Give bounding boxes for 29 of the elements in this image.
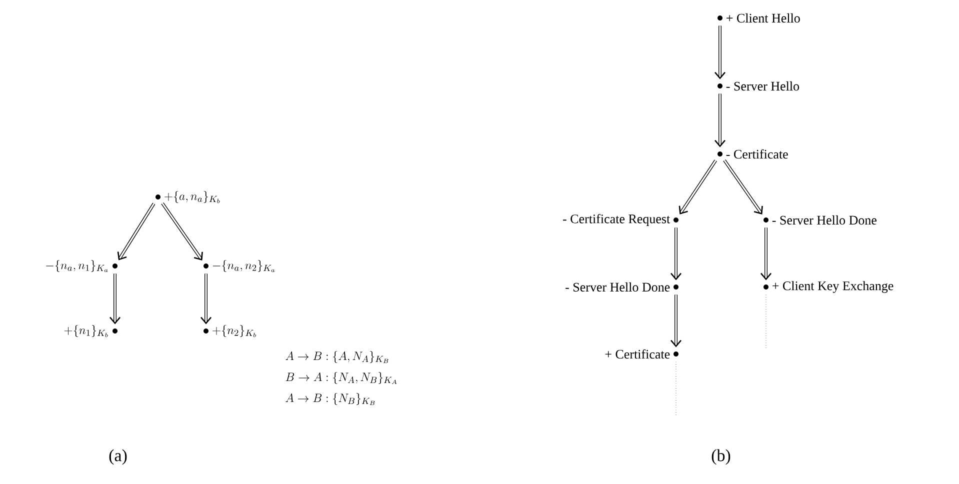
subfigure-label: (b) [712,449,730,465]
arrow [723,159,763,214]
node-label: - Certificate [726,149,788,159]
node-label: $-\{n_a,n_2\}_{K_a}$ [212,260,275,272]
node-label: - Server Hello [726,81,800,91]
node-label: - Server Hello Done [566,282,670,292]
protocol-step: $B \to A : \{N_A, N_B\}_{K_A}$ [286,372,397,384]
arrow [678,160,717,214]
node-label: $-\{n_a,n_1\}_{K_a}$ [46,260,108,272]
arrow [760,228,772,280]
node-label: + Client Key Exchange [772,281,894,293]
node-label: - Certificate Request [563,214,670,226]
protocol-step: $A \to B : \{N_B\}_{K_B}$ [286,392,375,405]
node-label: + Certificate [605,349,670,359]
node-label: $+\{n_1\}_{K_b}$ [64,324,108,338]
node-label: - Server Hello Done [772,215,876,225]
node-label: + Client Hello [726,13,800,23]
arrow [670,228,682,280]
arrow [714,26,726,80]
arrow [670,294,682,348]
arrow [110,274,120,324]
arrow [714,94,726,148]
node-label: $+\{a,n_a\}_{K_b}$ [164,190,220,204]
arrow [117,202,156,260]
node-label: $+\{n_2\}_{K_b}$ [212,324,256,338]
arrow [161,202,203,260]
arrow [200,274,212,324]
subfigure-label: (a) [109,449,127,465]
protocol-step: $A \to B : \{A, N_A\}_{K_B}$ [286,350,388,363]
